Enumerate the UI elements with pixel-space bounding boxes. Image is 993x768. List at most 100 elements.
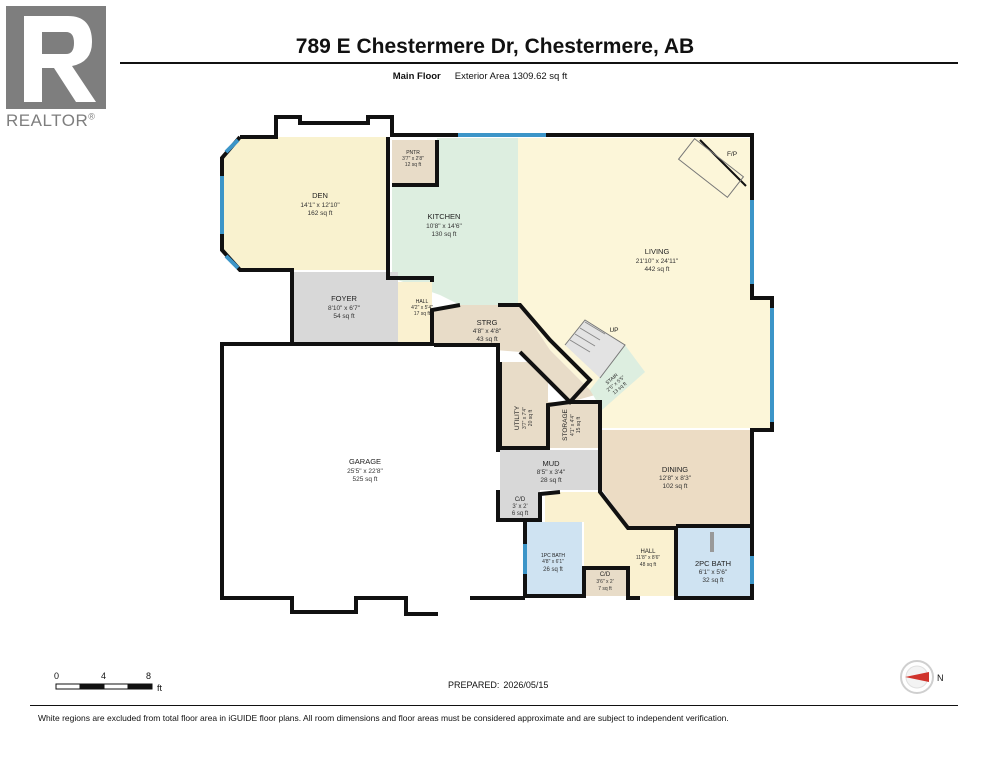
room-labels: DEN 14'1" x 12'10" 162 sq ft PNTR 3'7" x… [300,150,737,592]
hall-name: HALL [640,549,656,555]
living-dims: 21'10" x 24'11" [636,258,679,265]
den-area: 162 sq ft [308,210,333,217]
floor-subtitle: Main Floor Exterior Area 1309.62 sq ft [120,71,840,82]
pntr-name: PNTR [406,150,420,156]
kitchen-name: KITCHEN [428,212,461,221]
fireplace-box [677,137,745,199]
wall-foyer [220,290,438,616]
stair-tread-3 [579,327,601,341]
realtor-r-icon [24,16,96,102]
garage-name: GARAGE [349,457,381,466]
cld2-name: C/D [600,572,611,578]
footer-rule [30,705,958,706]
storage-label-group: STORAGE 4'1" x 4'4" 15 sq ft [562,409,582,441]
disclaimer: White regions are excluded from total fl… [38,713,729,723]
compass-needle-icon [905,672,929,682]
garage-fill [222,346,498,596]
strg-dims: 4'8" x 4'8" [473,328,502,335]
bath1-dims: 4'8" x 6'1" [542,559,564,565]
floor-label: Main Floor [392,71,441,82]
den-dims: 14'1" x 12'10" [300,202,340,209]
stair-outline [564,319,626,379]
strg-fill [434,305,595,402]
fp-label: F/P [727,151,737,158]
mud-area: 28 sq ft [540,477,562,484]
pntr-area: 12 sq ft [405,162,422,168]
page-title: 789 E Chestermere Dr, Chestermere, AB [295,35,695,58]
windows [220,133,774,584]
mud-fill [500,450,602,490]
hall-small-dims: 4'2" x 5'4" [411,305,433,311]
realtor-logo [6,6,106,109]
compass: N [900,660,944,694]
wall-utility [498,362,602,450]
mud-dims: 8'5" x 3'4" [537,469,566,476]
wall-pntr [392,140,439,187]
hall-fill [545,492,676,596]
dining-fill [600,430,750,526]
mud-name: MUD [542,459,560,468]
cld1-area: 6 sq ft [512,511,529,517]
hall-small-fill [398,282,432,344]
utility-area: 20 sq ft [528,409,534,426]
den-fill [222,137,388,270]
wall-north-den [240,115,394,139]
dining-name: DINING [662,465,688,474]
prepared-date: 2026/05/15 [503,680,549,690]
storage-area: 15 sq ft [576,416,582,433]
prepared-label: PREPARED: [448,680,500,690]
storage-dims: 4'1" x 4'4" [570,414,576,436]
wall-strg-diag [498,303,593,405]
stair-treads [564,137,745,552]
window-den-sw [224,254,240,270]
dining-dims: 12'8" x 8'3" [659,475,692,482]
scale-tick-0: 0 [54,671,60,681]
window-den-nw [224,138,240,154]
prepared-date-line: PREPARED:2026/05/15 [448,680,552,690]
pntr-dims: 3'7" x 2'8" [402,156,424,162]
foyer-area: 54 sq ft [333,313,355,320]
wall-garage-east [292,303,461,346]
scale-bar-segment-1 [55,683,81,690]
bath2-dims: 6'1" x 5'6" [699,569,728,576]
kitchen-area: 130 sq ft [432,231,457,238]
scale-bar [55,683,153,690]
utility-fill [500,362,548,448]
bath1-area: 26 sq ft [543,567,563,573]
registered-mark: ® [88,111,96,122]
scale-tick-4: 4 [101,671,107,681]
scale-bar-segment-2 [79,683,105,690]
wall-mud-south [496,490,561,522]
storage-name: STORAGE [562,409,569,441]
stair-tread-2 [574,333,596,347]
dining-area: 102 sq ft [663,483,688,490]
wall-den-east [386,137,434,282]
scale-bar-segment-4 [127,683,153,690]
foyer-dims: 8'10" x 6'7" [328,305,361,312]
hall-small-area: 17 sq ft [414,311,431,317]
utility-label-group: UTILITY 3'7" x 7'4" 20 sq ft [514,405,534,430]
utility-name: UTILITY [514,405,521,430]
bath1-fill [525,522,582,594]
garage-area: 525 sq ft [353,476,378,483]
cld2-fill [584,568,628,596]
bath1-name: 1PC BATH [541,553,565,559]
compass-direction: N [937,673,944,683]
strg-name: STRG [477,318,498,327]
garage-dims: 25'5" x 22'8" [347,468,383,475]
den-name: DEN [312,191,328,200]
cld1-name: C/D [515,497,526,503]
bath2-area: 32 sq ft [702,577,724,584]
wall-fp [699,139,747,187]
pntr-fill [392,140,437,183]
foyer-fill [292,272,398,344]
kitchen-fill [392,138,518,305]
hall-dims: 11'8" x 8'6" [636,555,660,561]
kitchen-dims: 10'8" x 14'6" [426,223,462,230]
cld1-fill [500,490,540,520]
cld2-area: 7 sq ft [598,586,612,592]
foyer-name: FOYER [331,294,357,303]
exterior-area: Exterior Area 1309.62 sq ft [454,71,568,82]
scale-unit: ft [157,683,163,693]
scale-bar-segment-3 [103,683,129,690]
